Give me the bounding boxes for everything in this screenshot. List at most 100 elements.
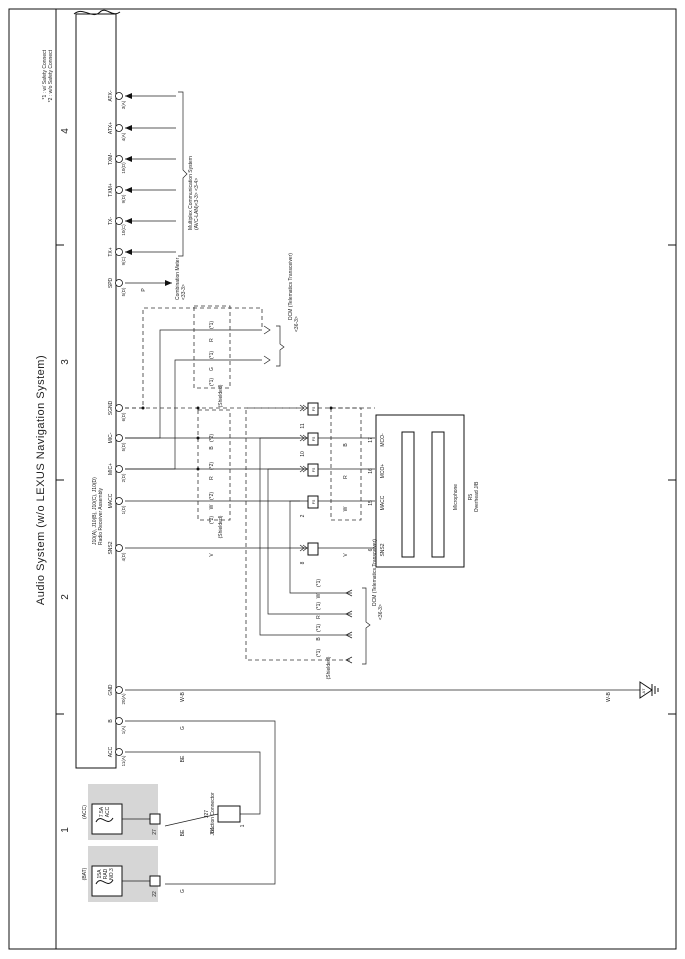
page-frame [8,8,677,950]
radio-pin-terminal [115,186,123,194]
multiplex-ref: (AVC-LAN)<3-3> <3-4> [194,178,200,230]
power-lines [125,720,276,885]
radio-receiver-body [73,9,121,769]
dcm-bottom-wire-5: (*1) [316,624,322,632]
radio-pin-terminal [115,717,123,725]
radio-pin-number: 5(D) [121,442,126,451]
radio-pin-number: 9(D) [121,194,126,203]
note-2: *2 : w/o Safety Connect [48,49,54,102]
multiplex-lines [125,91,188,257]
column-number-2: 2 [60,594,71,600]
column-number-1: 1 [60,827,71,833]
combination-meter-ref: <33-3> [181,284,187,300]
dcm-bottom-wire-2: W [316,593,322,598]
gnd-line [125,681,659,699]
radio-pin-number: 4(D) [121,552,126,561]
radio-pin-terminal [115,686,123,694]
radio-pin-number: 3(A) [121,100,126,109]
radio-pin-number: 10(C) [121,224,126,236]
radio-pin-terminal [115,248,123,256]
mic-pin-num-macc: 15 [368,500,374,506]
radio-pin-label: SPD [108,277,114,288]
shield-inner-wire-4: R [209,476,215,480]
radio-pins: ATX-3(A)ATX+4(A)TXM-10(D)TXM+9(D)TX-10(C… [108,90,126,766]
radio-connectors: J10(A), J10(B), J10(C), J10(D) [92,477,98,545]
mic-wire-b: B [343,443,349,447]
dcm-top-wire-1: (*1) [209,321,215,329]
mic-wire-r: R [343,475,349,479]
shield-inner-wire-2: B [209,446,215,450]
radio-pin-terminal [115,748,123,756]
radio-pin-number: 4(A) [121,132,126,141]
radio-pin-terminal [115,124,123,132]
mic-junction-1: 11 [300,423,306,428]
radio-pin-label: GND [108,684,114,696]
radio-pin-label: ATX+ [108,122,114,134]
shield-inner-wire-7: (*2) [209,516,215,524]
dcm-top-wire-2: R [209,338,215,342]
gnd-wire-left: W-B [180,692,186,702]
mic-junction-id-1: F5 [311,406,316,411]
radio-name: Radio Receiver Assembly [98,488,104,545]
mic-pin-num-mco-minus: 17 [368,437,374,443]
radio-pin-terminal [115,544,123,552]
v-wire-label: V [209,553,215,557]
radio-pin-terminal [115,92,123,100]
radio-pin-terminal [115,497,123,505]
dcm-bottom-wire-1: (*1) [316,579,322,587]
dcm-top-shield: (Shielded) [218,384,224,407]
fuse-bat-sub: RAD [103,868,109,879]
radio-pin-label: MIC- [108,432,114,443]
shield-inner-wire-3: (*2) [209,462,215,470]
radio-pin-label: TXM+ [108,183,114,197]
mic-junction-3: 2 [300,514,306,517]
fuse-bat-pin: 22 [152,891,158,897]
mic-pin-label-macc: MACC [380,495,386,510]
radio-pin-terminal [115,434,123,442]
column-number-3: 3 [60,359,71,365]
radio-pin-label: ACC [108,746,114,757]
mic-pin-label-mco-minus: MCO- [380,433,386,447]
radio-pin-number: 2(D) [121,473,126,482]
mic-wire-w: W [343,506,349,511]
radio-pin-label: TX+ [108,247,114,256]
radio-pin-number: 9(C) [121,256,126,265]
mic-pin-num-mco-plus: 16 [368,468,374,474]
radio-pin-number: 11(A) [121,755,126,766]
junction-pin-a: B1 [210,827,216,833]
radio-pin-terminal [115,217,123,225]
junction-pin-b: 1 [240,824,246,827]
radio-pin-label: MACC [108,493,114,508]
acc-wire-color-1: BE [180,755,186,762]
shield-inner-wire-6: W [209,504,215,509]
dcm-top-wire-4: G [209,367,215,371]
radio-pin-number: 10(D) [121,162,126,174]
mic-code: R5 [468,494,474,501]
bat-wire-color: G [180,889,186,893]
microphone-junctions [299,402,375,556]
radio-pin-number: 1(A) [121,725,126,734]
fuse-acc-sub: ACC [105,806,111,817]
fuse-acc-rating: 7.5A [99,806,105,817]
gnd-wire-right: W-B [606,692,612,702]
dcm-top-wire-5: (*1) [209,378,215,386]
dcm-top-wire-3: (*1) [209,351,215,359]
mic-junction-id-2: F5 [311,436,316,441]
radio-pin-label: B [108,719,114,723]
mic-pin-label-mco-plus: MCO+ [380,464,386,479]
fuse-acc-pin: 27 [152,829,158,835]
shield-inner-wire-1: (*2) [209,434,215,442]
page-title: Audio System (w/o LEXUS Navigation Syste… [35,355,47,605]
dcm-bottom-ref: <36-3> [378,604,384,620]
radio-pin-terminal [115,465,123,473]
mic-junction-id-4: F5 [311,499,316,504]
mic-junction-2: 10 [300,451,306,457]
combination-meter-name: Combination Meter [175,257,181,300]
radio-pin-label: ATX- [108,90,114,101]
mic-location: Overhead J/B [474,481,480,512]
note-1: *1 : w/ Safety Connect [42,49,48,99]
radio-pin-label: TX- [108,217,114,225]
microphone-box [375,414,465,568]
fuse-acc-circuit: (ACC) [82,805,88,819]
mic-pin-label-sns2: SNS2 [380,543,386,556]
